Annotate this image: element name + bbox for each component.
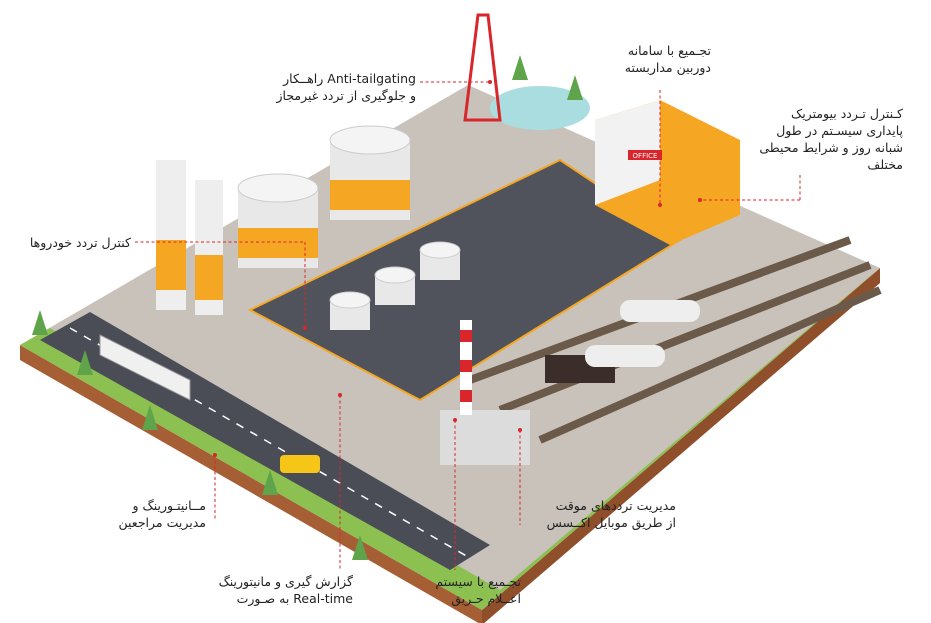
train bbox=[545, 300, 700, 383]
callout-realtime-line1: گزارش گیری و مانیتورینگ bbox=[218, 574, 353, 589]
grass-strip-left bbox=[20, 328, 500, 610]
site-base-right-side bbox=[482, 268, 880, 623]
callout-cctv-line1: تجـمیع با سامانه bbox=[627, 43, 711, 58]
trees bbox=[32, 55, 583, 560]
callout-cctv-line2: دوربین مداربسته bbox=[624, 60, 711, 75]
callout-visitors: مــانیتـورینگ و مدیریت مراجعین bbox=[119, 497, 206, 531]
callout-visitors-line2: مدیریت مراجعین bbox=[118, 515, 206, 530]
office-building: OFFICE bbox=[595, 100, 740, 245]
callout-visitors-line1: مــانیتـورینگ و bbox=[132, 498, 206, 513]
callout-cctv: تجـمیع با سامانه دوربین مداربسته bbox=[625, 42, 711, 76]
callout-connectors bbox=[135, 80, 801, 570]
site-base-left-side bbox=[20, 345, 482, 623]
callout-fire-alarm: تجـمیع با سیستم اعــلام حـریق bbox=[435, 573, 521, 607]
callout-fire-line2: اعــلام حـریق bbox=[451, 591, 521, 606]
callout-biometric-line1: کـنترل تـردد بیومتریک bbox=[791, 106, 903, 121]
callout-temporary-line1: مدیریت ترددهای موقت bbox=[555, 498, 676, 513]
callout-realtime-line2: Real-time به صـورت bbox=[236, 591, 353, 606]
callout-vehicle-line1: کنترل تردد خودروها bbox=[29, 235, 131, 250]
road-center-line bbox=[69, 327, 471, 559]
water-pond bbox=[490, 86, 590, 130]
callout-anti-tailgating-line1: Anti-tailgating راهــکار bbox=[283, 71, 416, 86]
callout-temporary-access: مدیریت ترددهای موقت از طریق موبایل اکــس… bbox=[547, 497, 676, 531]
callout-anti-tailgating: Anti-tailgating راهــکار و جلوگیری از تر… bbox=[277, 70, 417, 104]
asphalt-yard bbox=[250, 160, 680, 400]
callout-biometric-line3: شبانه روز و شرایط محیطی bbox=[759, 140, 903, 155]
oil-derrick bbox=[463, 13, 502, 122]
callout-biometric-line4: مختلف bbox=[867, 157, 903, 172]
silos bbox=[156, 160, 223, 315]
callout-anti-tailgating-line2: و جلوگیری از تردد غیرمجاز bbox=[276, 88, 417, 103]
callout-biometric-line2: پایداری سیسـتم در طول bbox=[776, 123, 903, 138]
callout-biometric: کـنترل تـردد بیومتریک پایداری سیسـتم در … bbox=[759, 105, 903, 173]
callout-vehicle-control: کنترل تردد خودروها bbox=[30, 234, 131, 251]
callout-fire-line1: تجـمیع با سیستم bbox=[435, 574, 521, 589]
bus bbox=[99, 334, 191, 401]
callout-temporary-line2: از طریق موبایل اکــسس bbox=[546, 515, 676, 530]
taxi bbox=[280, 455, 320, 473]
callout-realtime-reporting: گزارش گیری و مانیتورینگ Real-time به صـو… bbox=[219, 573, 353, 607]
storage-tanks bbox=[237, 125, 461, 330]
office-sign-text: OFFICE bbox=[633, 152, 658, 160]
grass-strip-right bbox=[482, 268, 880, 610]
